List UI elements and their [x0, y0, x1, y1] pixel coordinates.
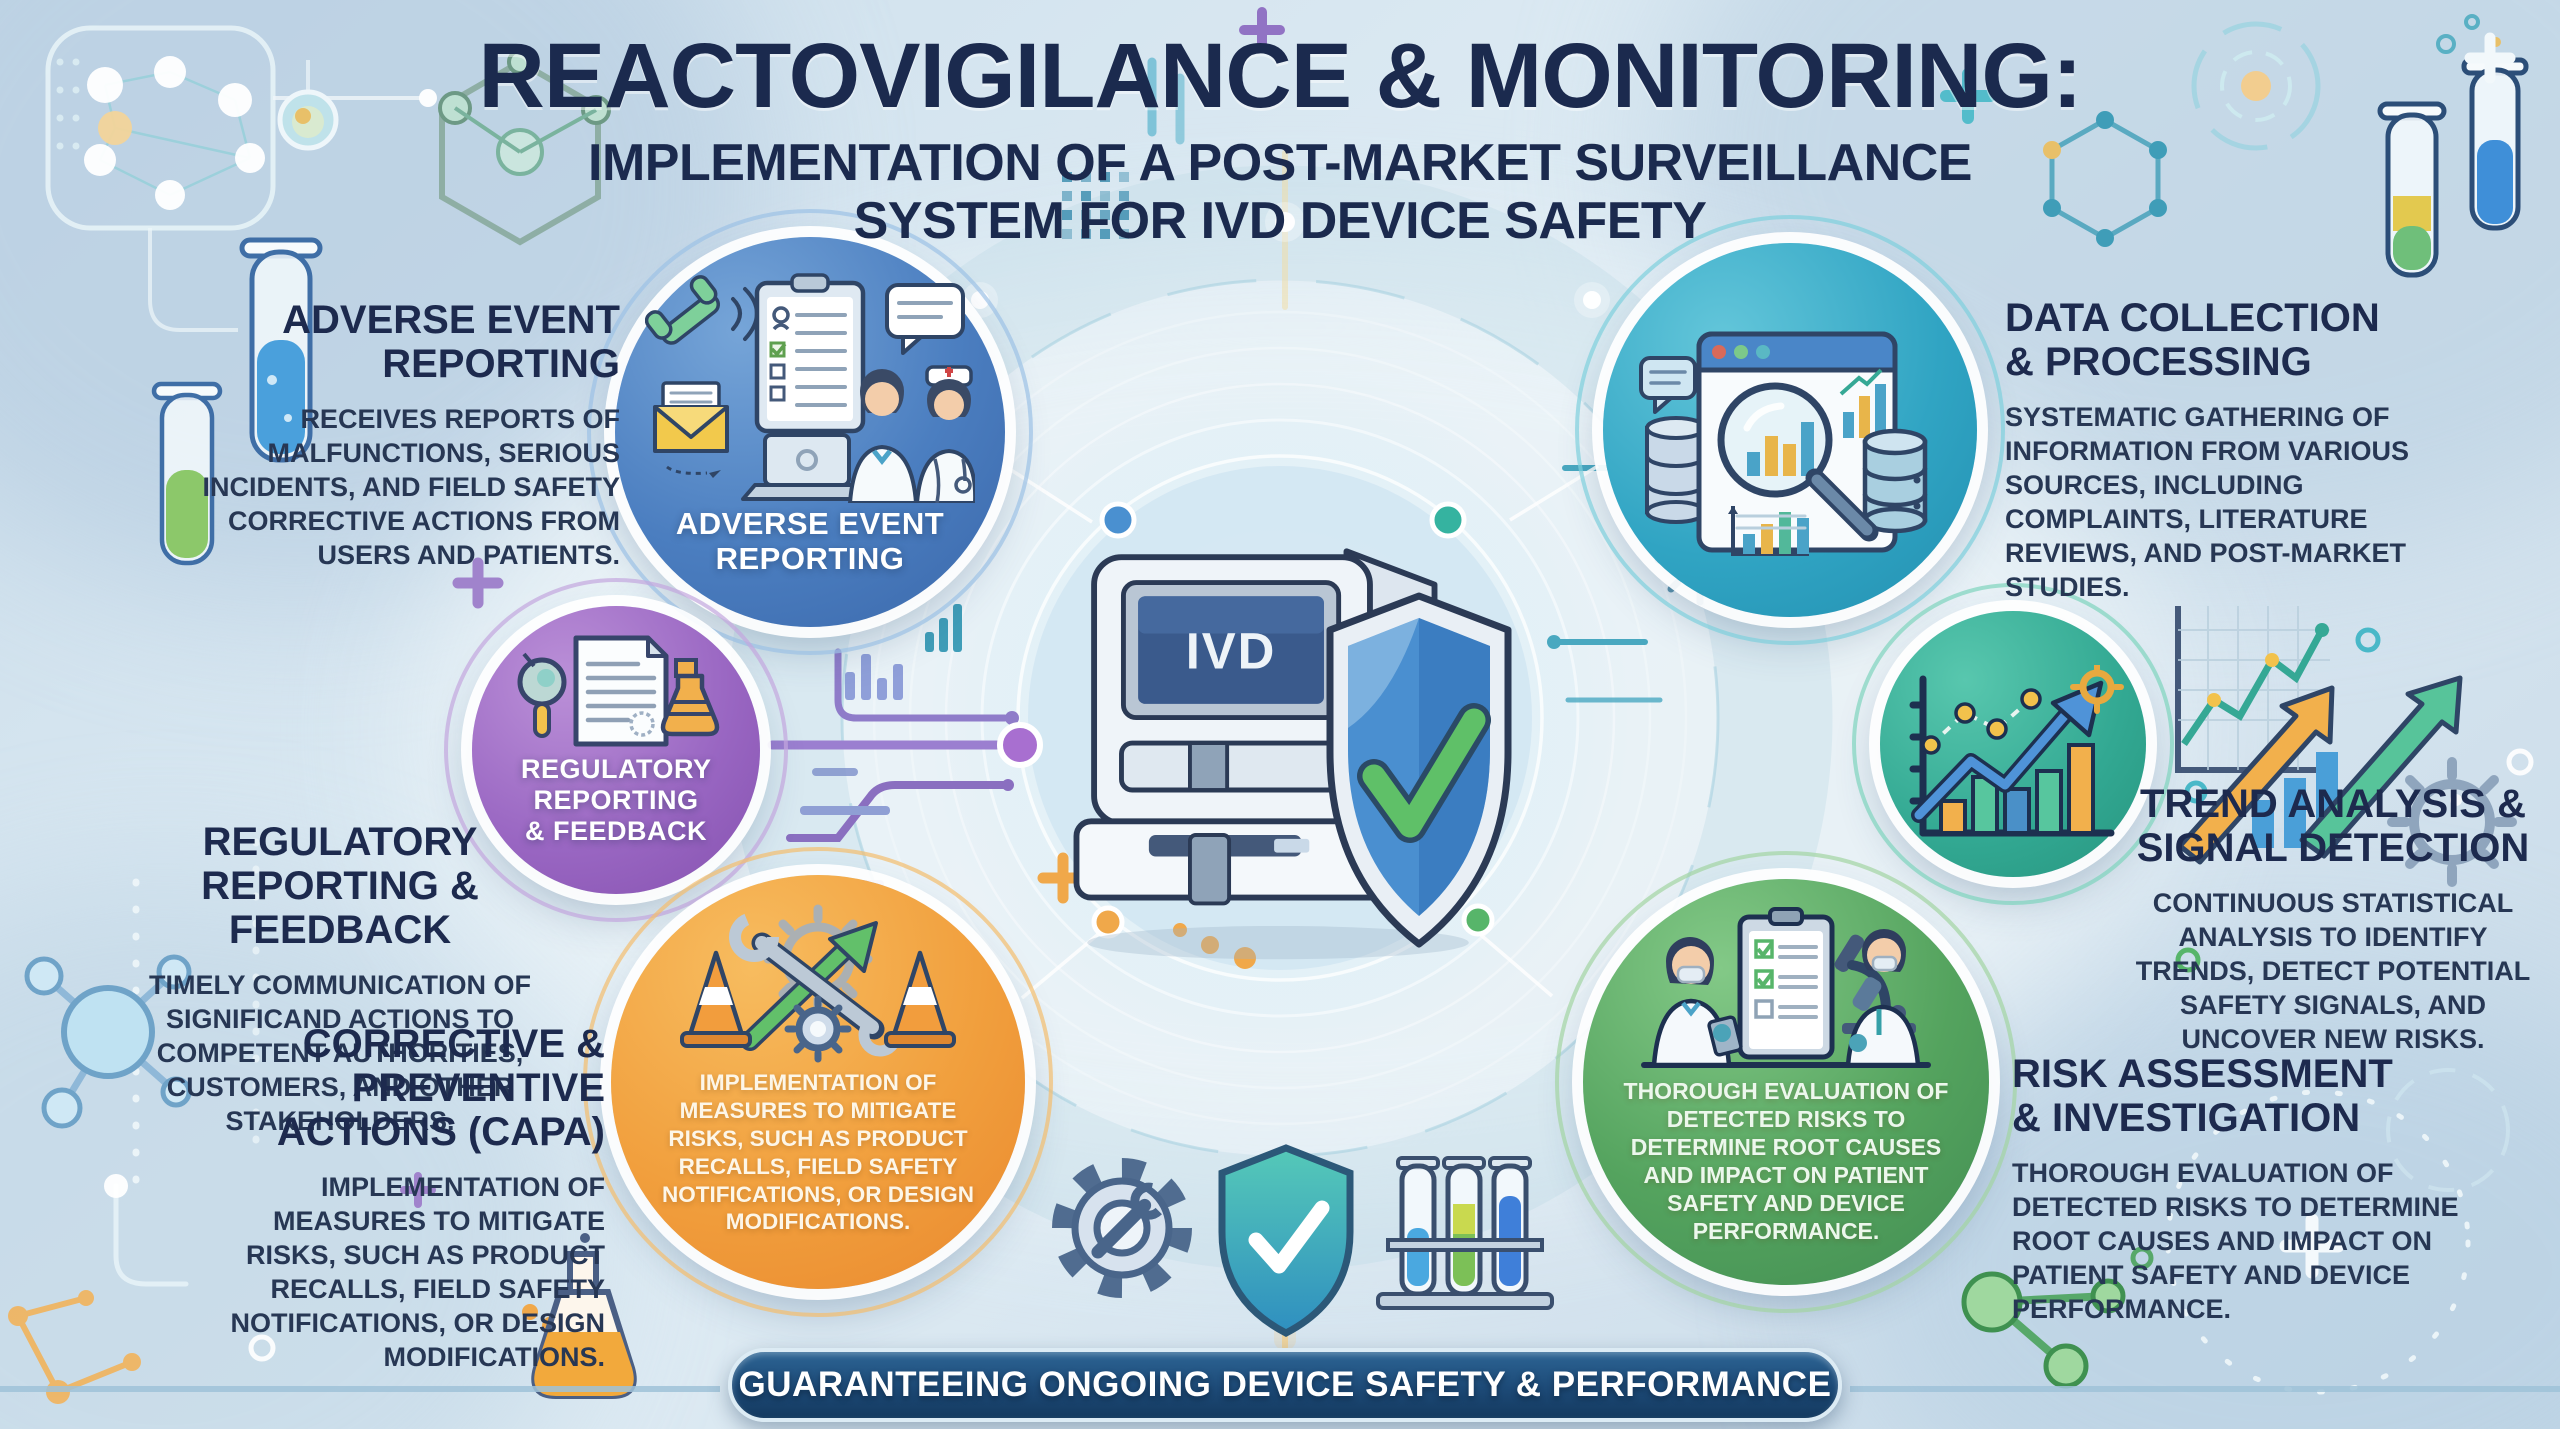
section-body: RECEIVES REPORTS OF MALFUNCTIONS, SERIOU…	[202, 404, 620, 571]
dot-grid	[1062, 172, 1129, 239]
glow-dot	[104, 1174, 128, 1198]
section-heading: CORRECTIVE & PREVENTIVE ACTIONS (CAPA)	[276, 1022, 605, 1154]
clinician-figures-icon	[847, 365, 975, 503]
scientist-figure-icon	[1651, 937, 1743, 1068]
section-body: SYSTEMATIC GATHERING OF INFORMATION FROM…	[2005, 402, 2409, 603]
node-trend-analysis	[1852, 583, 2174, 905]
device-slot-panel	[1119, 740, 1344, 793]
dot	[2450, 794, 2462, 806]
banner-text: GUARANTEEING ONGOING DEVICE SAFETY & PER…	[738, 1365, 1832, 1404]
test-tube-rack-icon	[1376, 1156, 1554, 1310]
title-block: REACTOVIGILANCE & MONITORING: IMPLEMENTA…	[0, 25, 2560, 251]
speech-bubble-icon	[1639, 356, 1697, 414]
section-heading: RISK ASSESSMENT & INVESTIGATION	[2012, 1052, 2393, 1140]
clipboard-icon	[1737, 907, 1835, 1060]
node-capa: IMPLEMENTATION OF MEASURES TO MITIGATE R…	[583, 847, 1053, 1317]
trend-arrows-chart-icon	[2175, 606, 2517, 887]
adverse-event-icons	[645, 273, 975, 503]
clipboard-icon	[754, 273, 866, 434]
capa-icons	[680, 904, 956, 1063]
database-icon	[1862, 428, 1928, 534]
envelope-icon	[653, 381, 729, 478]
device-card	[1188, 833, 1232, 906]
section-body: CONTINUOUS STATISTICAL ANALYSIS TO IDENT…	[2135, 888, 2531, 1055]
section-heading: REGULATORY REPORTING & FEEDBACK	[201, 820, 479, 952]
node-adverse-event-reporting: ADVERSE EVENT REPORTING	[587, 209, 1033, 655]
node-risk-assessment: THOROUGH EVALUATION OF DETECTED RISKS TO…	[1555, 851, 2017, 1313]
section-data-collection: DATA COLLECTION & PROCESSING SYSTEMATIC …	[2005, 296, 2465, 604]
shield-check-icon	[1326, 592, 1512, 948]
section-trend: TREND ANALYSIS & SIGNAL DETECTION CONTIN…	[2128, 782, 2538, 1056]
signal-arcs-icon	[731, 287, 759, 341]
traffic-cone-icon	[884, 950, 956, 1048]
section-heading: TREND ANALYSIS & SIGNAL DETECTION	[2136, 782, 2530, 870]
section-heading: ADVERSE EVENT REPORTING	[282, 298, 620, 386]
data-collection-icons	[1639, 331, 1928, 556]
dashed-trend-line	[1921, 688, 2042, 755]
section-adverse-event: ADVERSE EVENT REPORTING RECEIVES REPORTS…	[180, 298, 620, 572]
node-data-collection	[1575, 215, 2005, 645]
database-icon	[1645, 416, 1707, 524]
traffic-cone-icon	[680, 950, 752, 1048]
regulatory-icons	[517, 635, 720, 747]
section-risk: RISK ASSESSMENT & INVESTIGATION THOROUGH…	[2012, 1052, 2482, 1326]
section-body: IMPLEMENTATION OF MEASURES TO MITIGATE R…	[230, 1172, 605, 1373]
risk-assessment-icons	[1641, 907, 1931, 1068]
flask-icon	[660, 658, 720, 737]
document-icon	[573, 635, 669, 747]
trend-analysis-icons	[1909, 665, 2124, 837]
banner-side-line	[1850, 1386, 2560, 1392]
node-inner-text: THOROUGH EVALUATION OF DETECTED RISKS TO…	[1623, 1078, 1949, 1245]
section-heading: DATA COLLECTION & PROCESSING	[2005, 296, 2380, 384]
ring-dot	[2506, 748, 2534, 776]
page-subtitle: IMPLEMENTATION OF A POST-MARKET SURVEILL…	[588, 133, 1972, 251]
phone-icon	[645, 275, 721, 345]
speech-bubble-icon	[885, 283, 965, 355]
shield-check-small-icon	[1218, 1144, 1354, 1337]
node-inner-text: IMPLEMENTATION OF MEASURES TO MITIGATE R…	[661, 1070, 975, 1235]
page-title: REACTOVIGILANCE & MONITORING:	[478, 25, 2082, 127]
gear-wrench-icon	[1052, 1158, 1192, 1298]
node-label: ADVERSE EVENT REPORTING	[675, 506, 945, 576]
section-capa: CORRECTIVE & PREVENTIVE ACTIONS (CAPA) I…	[230, 1022, 605, 1374]
tick-lines	[1147, 57, 1185, 145]
banner-side-line	[0, 1386, 720, 1392]
bottom-banner: GUARANTEEING ONGOING DEVICE SAFETY & PER…	[728, 1348, 1842, 1422]
small-gear-icon	[784, 995, 852, 1063]
section-body: THOROUGH EVALUATION OF DETECTED RISKS TO…	[2012, 1158, 2459, 1325]
magnifier-icon	[517, 652, 567, 738]
device-screen-label: IVD	[1186, 623, 1277, 680]
